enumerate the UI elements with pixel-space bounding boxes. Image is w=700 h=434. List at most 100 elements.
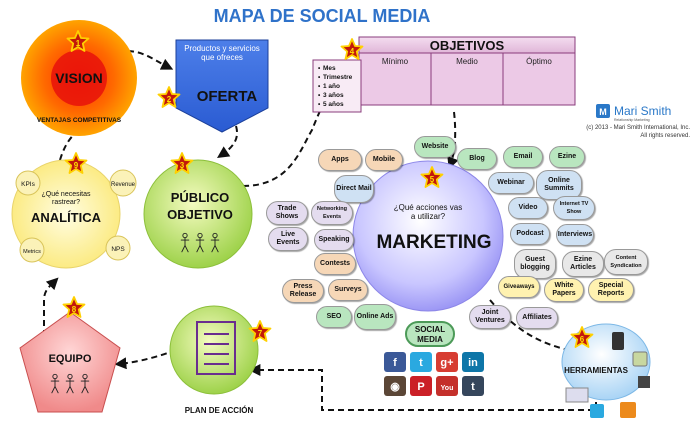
arrow-oferta-publico bbox=[217, 125, 238, 158]
google-plus-icon-glyph: g+ bbox=[440, 357, 453, 369]
objetivos-col-medio: Medio bbox=[456, 57, 478, 66]
metric-metrics: Metrics bbox=[23, 249, 41, 255]
tactic-pill-internet-tv-show: Internet TV Show bbox=[553, 196, 595, 220]
tactic-pill-seo: SEO bbox=[316, 306, 352, 328]
period-trimestre: Trimestre bbox=[323, 74, 353, 81]
tactic-pill-surveys: Surveys bbox=[328, 279, 368, 301]
arrow-objetivos-marketing bbox=[447, 111, 459, 170]
instagram-icon[interactable] bbox=[384, 376, 406, 396]
tactic-pill-content-syndication: Content Syndication bbox=[604, 249, 648, 275]
publico-label-1: PÚBLICO bbox=[171, 190, 230, 205]
publico-objetivo-node: PÚBLICO OBJETIVO 3 bbox=[143, 152, 253, 269]
period-bullet: • bbox=[318, 83, 321, 90]
twitter-icon-glyph: t bbox=[419, 357, 423, 369]
oferta-label: OFERTA bbox=[197, 88, 258, 105]
facebook-icon[interactable] bbox=[384, 352, 406, 372]
linkedin-icon[interactable] bbox=[462, 352, 484, 372]
phone-icon bbox=[612, 332, 624, 350]
social-media-label-2: MEDIA bbox=[417, 335, 443, 344]
objetivos-label: OBJETIVOS bbox=[430, 38, 505, 53]
youtube-icon[interactable] bbox=[436, 376, 458, 396]
period-1-ano: 1 año bbox=[323, 83, 340, 90]
plan-accion-node: PLAN DE ACCIÓN 7 bbox=[169, 305, 272, 415]
pinterest-icon[interactable] bbox=[410, 376, 432, 396]
tactic-pill-contests: Contests bbox=[314, 253, 356, 275]
analitica-question-1: ¿Qué necesitas bbox=[41, 191, 91, 198]
metric-revenue: Revenue bbox=[111, 182, 136, 188]
period-mes: Mes bbox=[323, 65, 336, 72]
tactic-pill-affiliates: Affiliates bbox=[516, 307, 558, 329]
oferta-subtitle: Productos y servicios que ofreces bbox=[184, 44, 260, 62]
hootsuite-icon bbox=[620, 402, 636, 418]
layers-icon bbox=[638, 376, 650, 388]
tactic-pill-podcast: Podcast bbox=[510, 223, 550, 245]
owl-app-icon bbox=[632, 351, 648, 367]
publico-label-2: OBJETIVO bbox=[167, 207, 233, 222]
period-bullet: • bbox=[318, 65, 321, 72]
objetivos-col-optimo: Óptimo bbox=[526, 57, 552, 66]
tactic-pill-webinar: Webinar bbox=[488, 172, 534, 194]
tactic-pill-speaking: Speaking bbox=[314, 229, 354, 251]
tactic-pill-video: Video bbox=[508, 197, 548, 219]
marketing-step-number: 5 bbox=[430, 175, 435, 184]
tactic-pill-email: Email bbox=[503, 146, 543, 168]
vision-label: VISION bbox=[55, 70, 102, 86]
tactic-pill-direct-mail: Direct Mail bbox=[334, 175, 374, 203]
metric-nps: NPS bbox=[111, 246, 125, 253]
marketing-question-1: ¿Qué acciones vas bbox=[394, 203, 462, 212]
tactic-pill-press-release: Press Release bbox=[282, 279, 324, 303]
herramientas-node: HERRAMIENTAS 6 bbox=[561, 323, 651, 418]
twitter-icon[interactable] bbox=[410, 352, 432, 372]
objetivos-col-min: Mínimo bbox=[382, 57, 409, 66]
marketing-label: MARKETING bbox=[376, 232, 491, 253]
tactic-pill-mobile: Mobile bbox=[365, 149, 403, 171]
document-icon bbox=[196, 321, 236, 375]
plan-step-number: 7 bbox=[258, 329, 263, 338]
period-bullet: • bbox=[318, 74, 321, 81]
tactic-pill-online-ads: Online Ads bbox=[354, 304, 396, 330]
vision-step-number: 1 bbox=[76, 39, 81, 48]
period-3-anos: 3 años bbox=[323, 92, 344, 99]
period-bullet: • bbox=[318, 92, 321, 99]
vision-node: VISION VENTAJAS COMPETITIVAS 1 bbox=[21, 20, 137, 136]
marketing-node: ¿Qué acciones vas a utilizar? MARKETING … bbox=[352, 160, 504, 312]
laptop-icon bbox=[565, 387, 589, 403]
tactic-pill-giveaways: Giveaways bbox=[498, 276, 540, 298]
oferta-step-number: 2 bbox=[167, 95, 172, 104]
tactic-pill-networking-events: Networking Events bbox=[311, 201, 353, 225]
plan-accion-label: PLAN DE ACCIÓN bbox=[185, 406, 254, 415]
brand-logo-icon bbox=[596, 104, 610, 118]
analitica-node: ¿Qué necesitas rastrear? ANALÍTICA KPIs … bbox=[11, 152, 137, 269]
tactic-pill-white-papers: White Papers bbox=[544, 278, 584, 302]
equipo-node: EQUIPO 8 bbox=[19, 296, 121, 413]
tactic-pill-joint-ventures: Joint Ventures bbox=[469, 305, 511, 329]
arrow-analitica-vision bbox=[59, 118, 100, 161]
oferta-node: Productos y servicios que ofreces OFERTA… bbox=[157, 39, 269, 133]
copyright-line-2: All rights reserved. bbox=[640, 133, 690, 139]
analitica-question-2: rastrear? bbox=[52, 199, 80, 206]
objetivos-step-number: 4 bbox=[350, 47, 355, 56]
vision-caption: VENTAJAS COMPETITIVAS bbox=[37, 117, 122, 124]
brand-tagline: Relationship Marketing bbox=[614, 118, 650, 122]
page-title: MAPA DE SOCIAL MEDIA bbox=[214, 6, 431, 26]
tactic-pill-guest-blogging: Guest blogging bbox=[514, 249, 556, 279]
tactic-pill-live-events: Live Events bbox=[268, 227, 308, 251]
yammer-icon bbox=[590, 404, 604, 418]
analitica-label: ANALÍTICA bbox=[31, 210, 102, 225]
period-bullet: • bbox=[318, 101, 321, 108]
publico-step-number: 3 bbox=[180, 161, 185, 170]
metric-kpis: KPIs bbox=[21, 181, 35, 188]
herramientas-label: HERRAMIENTAS bbox=[564, 366, 629, 375]
pinterest-icon-glyph: P bbox=[417, 381, 424, 393]
tactic-pill-blog: Blog bbox=[457, 148, 497, 170]
linkedin-icon-glyph: in bbox=[468, 357, 478, 369]
tumblr-icon[interactable] bbox=[462, 376, 484, 396]
instagram-icon-glyph: ◉ bbox=[390, 381, 400, 393]
copyright-line-1: (c) 2013 - Mari Smith International, Inc… bbox=[586, 125, 690, 131]
brand-name: Mari Smith bbox=[614, 104, 671, 118]
google-plus-icon[interactable] bbox=[436, 352, 458, 372]
herramientas-step-number: 6 bbox=[580, 335, 585, 344]
tactic-pill-website: Website bbox=[414, 136, 456, 158]
